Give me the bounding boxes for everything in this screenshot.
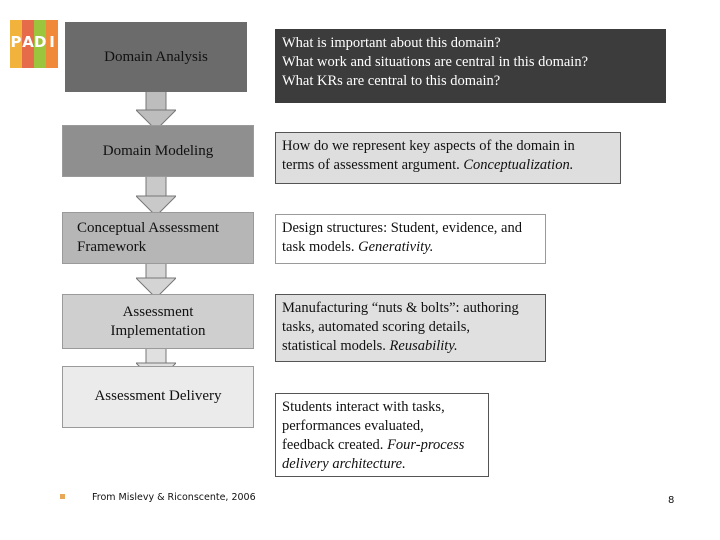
description-emphasis: delivery architecture. (282, 456, 406, 472)
description-line: What work and situations are central in … (282, 54, 589, 70)
description-line: What is important about this domain? (282, 35, 501, 51)
arrow-down-icon (136, 86, 176, 131)
arrow-down-icon (136, 172, 176, 217)
logo-letter-d: D (34, 33, 47, 51)
description-conceptual-assessment-framework: Design structures: Student, evidence, an… (275, 214, 546, 264)
description-text: terms of assessment argument. (282, 157, 464, 173)
stage-assessment-implementation: Assessment Implementation (62, 294, 254, 349)
description-line: task models. Generativity. (282, 238, 539, 257)
stage-label: Assessment Implementation (110, 303, 206, 339)
description-text: feedback created. (282, 437, 388, 453)
stage-domain-modeling: Domain Modeling (62, 125, 254, 177)
description-text: task models. (282, 239, 359, 255)
stage-domain-analysis: Domain Analysis (65, 22, 247, 92)
description-line: Design structures: Student, evidence, an… (282, 220, 522, 236)
description-emphasis: Four-process (387, 437, 465, 453)
description-line: statistical models. Reusability. (282, 337, 539, 356)
description-emphasis: Generativity. (358, 239, 434, 255)
stage-label: Assessment Delivery (94, 388, 222, 404)
description-domain-modeling: How do we represent key aspects of the d… (275, 132, 621, 184)
logo-letter-p: P (10, 33, 22, 51)
page-number: 8 (668, 495, 675, 506)
source-citation: From Mislevy & Riconscente, 2006 (92, 492, 256, 503)
padi-logo: P A D I (4, 6, 60, 78)
description-line: performances evaluated, (282, 418, 424, 434)
description-text: statistical models. (282, 338, 390, 354)
stage-label: Domain Analysis (104, 48, 208, 65)
description-line: How do we represent key aspects of the d… (282, 138, 575, 154)
logo-letter-i: I (49, 33, 55, 51)
description-line: terms of assessment argument. Conceptual… (282, 156, 614, 175)
stage-label: Domain Modeling (102, 142, 214, 159)
description-line: Manufacturing “nuts & bolts”: authoring (282, 300, 519, 316)
description-line: feedback created. Four-process (282, 436, 482, 455)
description-line: delivery architecture. (282, 455, 482, 474)
logo-letter-a: A (22, 33, 34, 51)
description-domain-analysis: What is important about this domain? Wha… (275, 29, 666, 103)
bullet-icon (60, 494, 65, 499)
padi-logo-graphic (10, 20, 58, 68)
stage-conceptual-assessment-framework: Conceptual Assessment Framework (62, 212, 254, 264)
description-line: Students interact with tasks, (282, 399, 445, 415)
stage-assessment-delivery: Assessment Delivery (62, 366, 254, 428)
stage-label: Conceptual Assessment Framework (77, 220, 220, 255)
description-assessment-implementation: Manufacturing “nuts & bolts”: authoring … (275, 294, 546, 362)
description-line: What KRs are central to this domain? (282, 73, 501, 89)
description-line: tasks, automated scoring details, (282, 319, 471, 335)
description-assessment-delivery: Students interact with tasks, performanc… (275, 393, 489, 477)
description-emphasis: Reusability. (389, 338, 458, 354)
description-emphasis: Conceptualization. (463, 157, 574, 173)
